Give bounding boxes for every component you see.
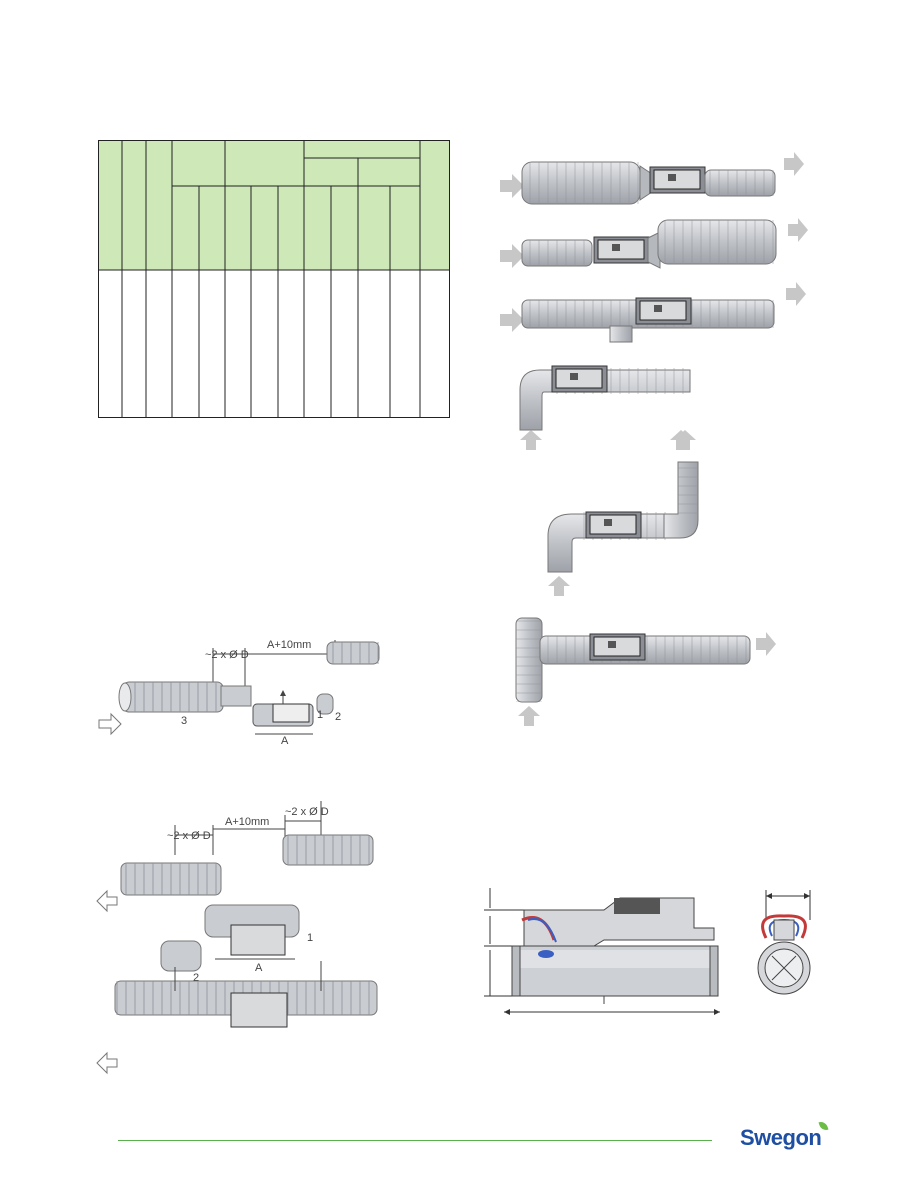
- arrangement-3: [500, 282, 806, 343]
- label-a: A: [255, 962, 263, 974]
- outflow-arrow: [788, 218, 808, 242]
- outflow-arrow: [674, 430, 696, 450]
- dim-a10: A+10mm: [225, 816, 269, 828]
- label-a: A: [281, 735, 289, 747]
- inflow-arrow: [98, 712, 122, 736]
- inflow-arrow: [518, 706, 540, 726]
- dim-2xd-right: ~2 x Ø D: [285, 806, 329, 818]
- swegon-logo: Swegon: [740, 1125, 822, 1150]
- outflow-arrow: [786, 282, 806, 306]
- arrangement-4: [519, 365, 692, 450]
- inflow-arrow: [520, 430, 542, 450]
- callout-1: 1: [317, 709, 323, 721]
- outflow-arrow: [756, 632, 776, 656]
- callout-2: 2: [335, 711, 341, 723]
- arrangement-2: [500, 218, 808, 269]
- callout-3: 3: [181, 715, 187, 727]
- installation-figure-2-drawing: ~2 x Ø D A+10mm ~2 x Ø D A 1 2: [96, 801, 378, 1075]
- arrangement-1: [500, 152, 804, 205]
- installation-figure-1-drawing: ~2 x Ø D A+10mm A 1 2 3: [98, 639, 380, 747]
- inflow-arrow: [500, 244, 524, 268]
- inflow-arrow: [500, 174, 524, 198]
- table-header-fill: [98, 140, 450, 270]
- callout-2: 2: [193, 972, 199, 984]
- spec-table: [98, 140, 450, 418]
- dimension-drawing: [484, 888, 811, 1015]
- footer-rule: [118, 1140, 712, 1141]
- dim-a10: A+10mm: [267, 639, 311, 651]
- dim-2xd-left: ~2 x Ø D: [167, 830, 211, 842]
- outflow-arrow: [96, 889, 118, 913]
- outflow-arrow: [96, 1051, 118, 1075]
- dim-2xd: ~2 x Ø D: [205, 649, 249, 661]
- callout-1: 1: [307, 932, 313, 944]
- outflow-arrow: [784, 152, 804, 176]
- installation-figure-2: ~2 x Ø D A+10mm ~2 x Ø D A 1 2: [95, 795, 395, 1085]
- arrangement-6: [515, 617, 776, 726]
- inflow-arrow: [548, 576, 570, 596]
- installation-arrangements: [500, 152, 808, 726]
- inflow-arrow: [500, 308, 524, 332]
- arrangement-5: [547, 430, 699, 596]
- installation-figure-1: ~2 x Ø D A+10mm A 1 2 3: [95, 620, 395, 750]
